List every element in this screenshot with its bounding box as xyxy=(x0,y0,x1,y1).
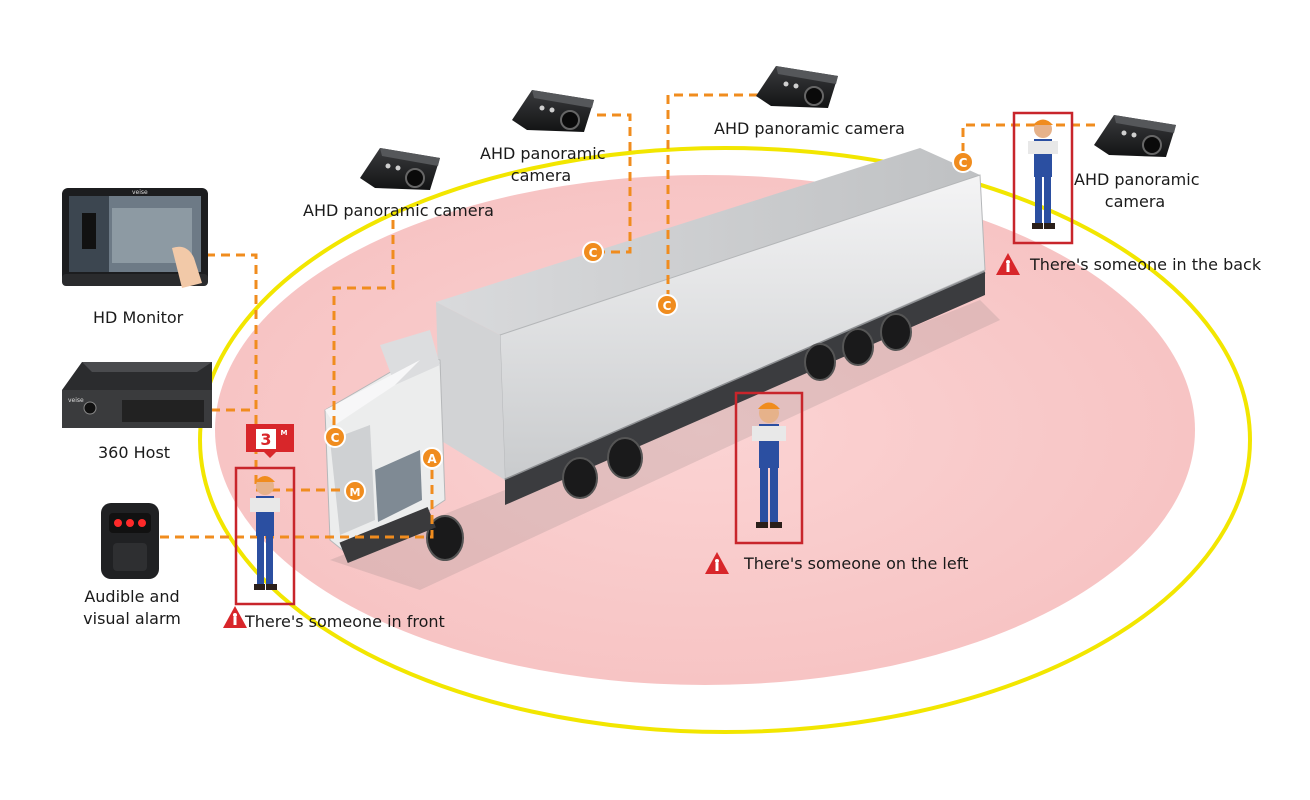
m-marker: M xyxy=(344,480,366,502)
alarm-device xyxy=(101,503,159,579)
pedestrian-warning-icon xyxy=(223,606,247,628)
camera-label-side1: AHD panoramic camera xyxy=(480,143,606,187)
host-brand: veise xyxy=(68,397,84,404)
camera-label-rear-line2: camera xyxy=(1104,192,1166,211)
camera-marker: C xyxy=(952,151,974,173)
truck-cab xyxy=(324,330,446,563)
camera-label-side1-line2: camera xyxy=(510,166,572,185)
host-device: veise xyxy=(62,362,212,428)
camera-marker: C xyxy=(324,426,346,448)
monitor-label: HD Monitor xyxy=(93,308,184,327)
marker-label: M xyxy=(350,486,361,499)
alarm-led xyxy=(138,519,146,527)
warning-ring xyxy=(198,146,1252,734)
alarm-label-line2: visual alarm xyxy=(83,609,181,628)
camera-icon xyxy=(360,148,440,190)
alert-back: There's someone in the back xyxy=(1030,255,1262,274)
alarm-led xyxy=(126,519,134,527)
camera-icon xyxy=(512,90,594,132)
worker-left xyxy=(734,391,804,545)
marker-label: C xyxy=(663,299,672,313)
monitor-brand: veise xyxy=(132,189,148,196)
worker-back xyxy=(1012,111,1074,245)
alarm-label-line1: Audible and xyxy=(84,587,180,606)
pedestrian-warning-icon xyxy=(996,253,1020,275)
a-marker: A xyxy=(421,447,443,469)
distance-value: 3 xyxy=(260,430,271,449)
marker-label: C xyxy=(959,156,968,170)
alert-front: There's someone in front xyxy=(245,612,445,631)
camera-icon xyxy=(1094,115,1176,157)
camera-marker: C xyxy=(656,294,678,316)
hd-monitor: veise xyxy=(62,188,208,288)
alarm-led xyxy=(114,519,122,527)
connector-lines xyxy=(160,93,1095,539)
camera-icon xyxy=(756,66,838,108)
camera-label-rear: AHD panoramic camera xyxy=(1074,169,1200,213)
camera-label-side2: AHD panoramic camera xyxy=(714,119,905,138)
camera-label-side1-line1: AHD panoramic xyxy=(480,144,606,163)
camera-label-rear-line1: AHD panoramic xyxy=(1074,170,1200,189)
worker-front xyxy=(234,466,296,606)
marker-label: A xyxy=(427,452,437,466)
host-label: 360 Host xyxy=(98,443,171,462)
alert-left: There's someone on the left xyxy=(744,554,969,573)
alarm-label: Audible and visual alarm xyxy=(82,586,182,630)
camera-label-front: AHD panoramic camera xyxy=(303,201,494,220)
distance-unit: M xyxy=(281,429,288,437)
truck-wheels xyxy=(426,313,912,561)
distance-badge: 3 M xyxy=(246,424,294,458)
camera-marker: C xyxy=(582,241,604,263)
marker-label: C xyxy=(331,431,340,445)
hand-icon xyxy=(172,246,202,288)
pedestrian-warning-icon xyxy=(705,552,729,574)
marker-label: C xyxy=(589,246,598,260)
